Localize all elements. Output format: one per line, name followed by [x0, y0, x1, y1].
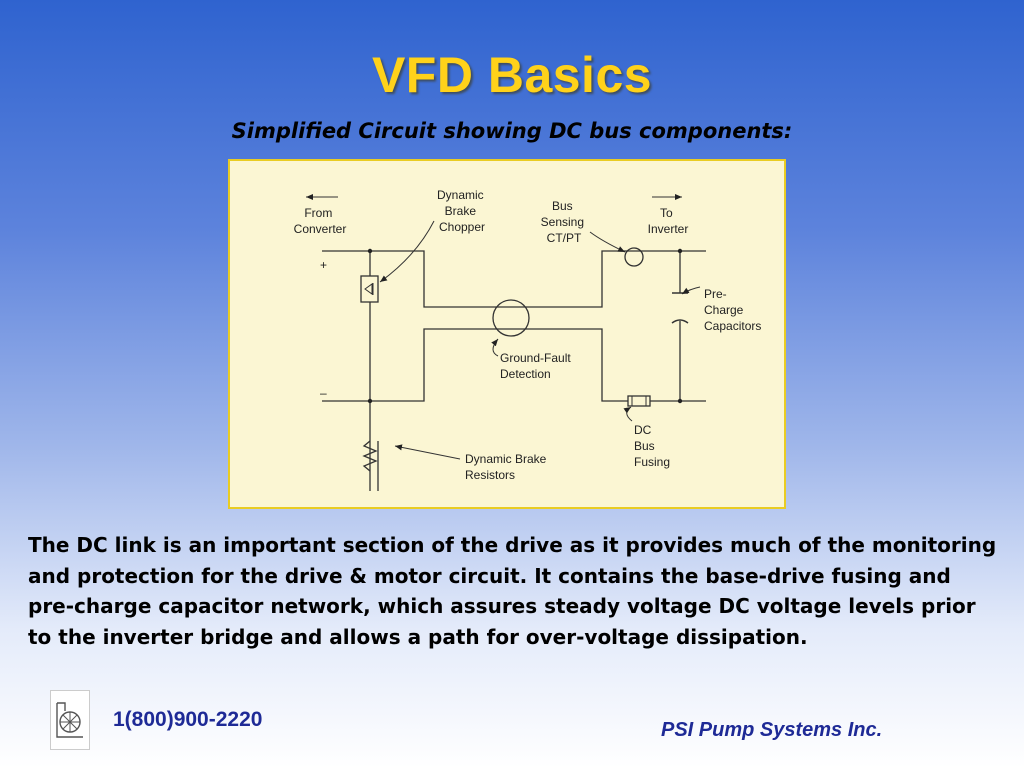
label-bus-sensing-line: Sensing: [541, 215, 584, 229]
label-to-inverter: To Inverter: [648, 206, 689, 236]
label-ground-fault-detection: Ground-Fault Detection: [500, 351, 574, 381]
footer-phone: 1(800)900-2220: [113, 708, 263, 731]
label-dbr-line: Dynamic Brake: [465, 452, 547, 466]
label-dcf-line: Bus: [634, 439, 655, 453]
brake-resistor-symbol: [362, 440, 378, 472]
label-gfd-line: Ground-Fault: [500, 351, 571, 365]
label-from-converter-line: From: [304, 206, 332, 220]
label-pcc-line: Capacitors: [704, 319, 761, 333]
label-dynamic-brake-chopper: Dynamic Brake Chopper: [437, 188, 487, 234]
label-pcc-line: Pre-: [704, 287, 727, 301]
label-bus-sensing-line: Bus: [552, 199, 573, 213]
label-dcf-line: Fusing: [634, 455, 670, 469]
pump-logo-icon: [50, 690, 90, 750]
negative-sign: –: [320, 386, 327, 400]
label-dynamic-brake-resistors: Dynamic Brake Resistors: [465, 452, 550, 482]
dc-bus-fuse-symbol: [627, 395, 651, 407]
positive-sign: +: [320, 258, 327, 272]
junction-dots: [367, 248, 683, 404]
circuit-diagram-svg: From Converter Dynamic Brake Chopper Bus…: [294, 188, 761, 491]
label-bus-sensing: Bus Sensing CT/PT: [541, 199, 588, 245]
label-to-inverter-line: To: [660, 206, 673, 220]
label-bus-sensing-line: CT/PT: [547, 231, 582, 245]
label-dcf-line: DC: [634, 423, 652, 437]
label-dbr-line: Resistors: [465, 468, 515, 482]
slide-body-text: The DC link is an important section of t…: [28, 533, 997, 649]
slide-title: VFD Basics: [371, 47, 653, 103]
pre-charge-capacitor-symbol: [671, 292, 689, 324]
label-dbc-line: Dynamic: [437, 188, 484, 202]
label-gfd-line: Detection: [500, 367, 551, 381]
label-dbc-line: Chopper: [439, 220, 485, 234]
label-from-converter: From Converter: [294, 206, 347, 236]
circuit-diagram: From Converter Dynamic Brake Chopper Bus…: [228, 159, 786, 509]
label-dbc-line: Brake: [445, 204, 477, 218]
label-pcc-line: Charge: [704, 303, 744, 317]
brake-chopper-symbol: [360, 275, 379, 303]
footer-company-name: PSI Pump Systems Inc.: [661, 719, 883, 741]
leader-arrows: [306, 194, 701, 460]
label-pre-charge-capacitors: Pre- Charge Capacitors: [704, 287, 761, 333]
label-from-converter-line: Converter: [294, 222, 347, 236]
label-dc-bus-fusing: DC Bus Fusing: [634, 423, 670, 469]
bus-sensing-ct-symbol: [624, 247, 644, 267]
slide-subtitle: Simplified Circuit showing DC bus compon…: [231, 119, 793, 143]
label-to-inverter-line: Inverter: [648, 222, 689, 236]
ground-fault-symbol: [492, 299, 530, 337]
